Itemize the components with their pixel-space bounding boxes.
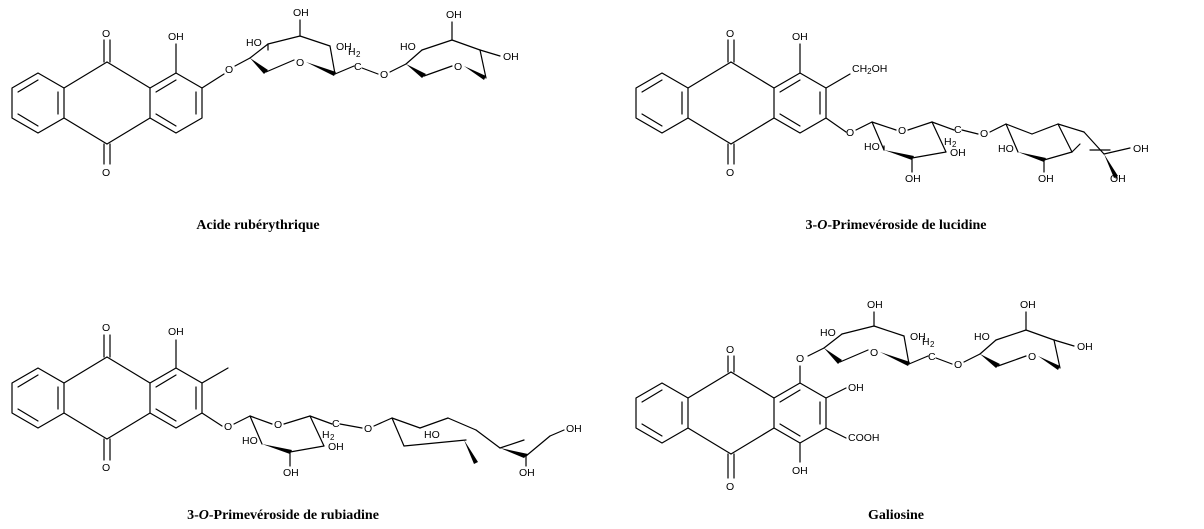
hydroxyl-label: OH — [792, 31, 808, 43]
hydroxyl-label: OH — [1077, 341, 1093, 353]
ch2-h: H — [348, 46, 356, 58]
hydroxyl-label: OH — [519, 467, 535, 479]
ring-oxygen: O — [274, 419, 282, 431]
ring-oxygen: O — [870, 347, 878, 359]
benzene-ring-left — [635, 72, 689, 134]
carbonyl-oxygen: O — [726, 28, 734, 40]
methyl-bond — [201, 367, 229, 384]
molecule-galiosine: O O O OH COOH OH OH HO OH O H 2 C O — [635, 299, 1093, 493]
ether-oxygen: O — [224, 421, 232, 433]
hydroxyl-label: OH — [328, 441, 344, 453]
hydroxyl-label: HO — [820, 327, 836, 339]
carbonyl-oxygen: O — [102, 322, 110, 334]
ch2-sub: 2 — [330, 433, 335, 442]
ether-oxygen: O — [846, 127, 854, 139]
hydroxyl-label: HO — [864, 141, 880, 153]
carbonyl-oxygen: O — [726, 167, 734, 179]
aromatic-ring-right — [773, 382, 827, 444]
hydroxyl-label: HO — [246, 37, 262, 49]
hydroxyl-label: OH — [1133, 143, 1149, 155]
hydroxyl-label: OH — [168, 31, 184, 43]
molecule-lucidine-primeveroside: O O OH CH2OH O O HO OH OH H 2 C O — [635, 28, 1149, 185]
link-oxygen: O — [954, 359, 962, 371]
ch2-c: C — [954, 124, 962, 136]
molecule-rubiadine-primeveroside: O O OH O O HO OH OH H 2 C O — [11, 322, 582, 479]
hydroxyl-label: HO — [424, 429, 440, 441]
hydroxyl-label: OH — [792, 465, 808, 477]
carbonyl-oxygen: O — [726, 344, 734, 356]
hydroxyl-label: OH — [293, 7, 309, 19]
aromatic-ring-right — [149, 72, 203, 134]
cooh-label: COOH — [848, 432, 880, 444]
ch2-c: C — [332, 418, 340, 430]
aromatic-ring-right — [149, 367, 203, 429]
hydroxyl-label: OH — [1110, 173, 1126, 185]
hydroxyl-label: OH — [1038, 173, 1054, 185]
hydroxyl-label: HO — [242, 435, 258, 447]
carbonyl-oxygen: O — [102, 28, 110, 40]
ch2-c: C — [928, 351, 936, 363]
carbonyl-oxygen: O — [102, 462, 110, 474]
ch2-sub: 2 — [356, 50, 361, 59]
aromatic-ring-right — [773, 72, 827, 134]
hydroxyl-label: OH — [848, 382, 864, 394]
ring-oxygen: O — [296, 57, 304, 69]
ch2-sub: 2 — [930, 340, 935, 349]
link-oxygen: O — [364, 423, 372, 435]
hydroxyl-label: OH — [910, 331, 926, 343]
carbonyl-oxygen: O — [102, 167, 110, 179]
hydroxyl-label: HO — [400, 41, 416, 53]
ch2oh-label: CH2OH — [852, 63, 887, 76]
caption-acide-ruberythrique: Acide rubérythrique — [196, 218, 320, 233]
hydroxyl-label: OH — [905, 173, 921, 185]
ch2-h: H — [922, 336, 930, 348]
ring-oxygen: O — [454, 61, 462, 73]
hydroxyl-label: OH — [283, 467, 299, 479]
benzene-ring-left — [635, 382, 689, 444]
benzene-ring-left — [11, 367, 65, 429]
ch2-h: H — [322, 429, 330, 441]
ch2-h: H — [944, 136, 952, 148]
caption-galiosine: Galiosine — [867, 508, 925, 523]
hydroxyl-label: HO — [998, 143, 1014, 155]
hydroxyl-label: OH — [950, 147, 966, 159]
link-oxygen: O — [380, 69, 388, 81]
caption-rubiadine-primeveroside: 3-O-Primevéroside de rubiadine — [187, 508, 379, 523]
ch2-c: C — [354, 61, 362, 73]
hydroxyl-label: HO — [974, 331, 990, 343]
hydroxyl-label: OH — [168, 326, 184, 338]
ring-oxygen: O — [898, 125, 906, 137]
benzene-ring-left — [11, 72, 65, 134]
ch2-sub: 2 — [952, 140, 957, 149]
hydroxyl-label: OH — [446, 9, 462, 21]
caption-lucidine-primeveroside: 3-O-Primevéroside de lucidine — [805, 218, 987, 233]
hydroxyl-label: OH — [566, 423, 582, 435]
ether-oxygen: O — [796, 353, 804, 365]
carbonyl-oxygen: O — [726, 481, 734, 493]
hydroxyl-label: OH — [867, 299, 883, 311]
link-oxygen: O — [980, 128, 988, 140]
ether-oxygen: O — [225, 64, 233, 76]
ring-oxygen: O — [1028, 351, 1036, 363]
hydroxyl-label: OH — [336, 41, 352, 53]
hydroxyl-label: OH — [503, 51, 519, 63]
molecule-acide-ruberythrique: O O OH O OH HO OH O H 2 C O — [11, 7, 519, 179]
hydroxyl-label: OH — [1020, 299, 1036, 311]
